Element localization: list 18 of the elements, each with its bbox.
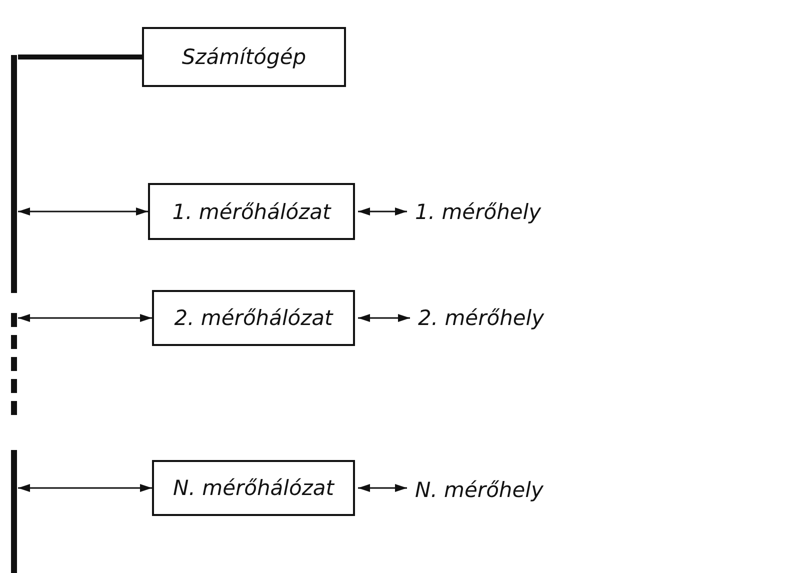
arrow [18,208,148,216]
bus-line [18,54,142,60]
arrow [358,314,410,322]
process-box [152,290,355,346]
box-label: 1. mérőhálózat [172,200,331,224]
process-box [148,183,355,240]
box-label: 2. mérőhálózat [174,306,333,330]
node-label: 2. mérőhely [418,306,544,330]
node-label: N. mérőhely [415,478,544,502]
process-box [142,27,346,87]
arrow [18,484,152,492]
arrow [18,314,152,322]
arrow [358,208,407,216]
box-label: Számítógép [182,45,306,69]
node-label: 1. mérőhely [415,200,542,224]
process-box [152,460,355,516]
arrow [358,484,407,492]
box-label: N. mérőhálózat [173,476,334,500]
